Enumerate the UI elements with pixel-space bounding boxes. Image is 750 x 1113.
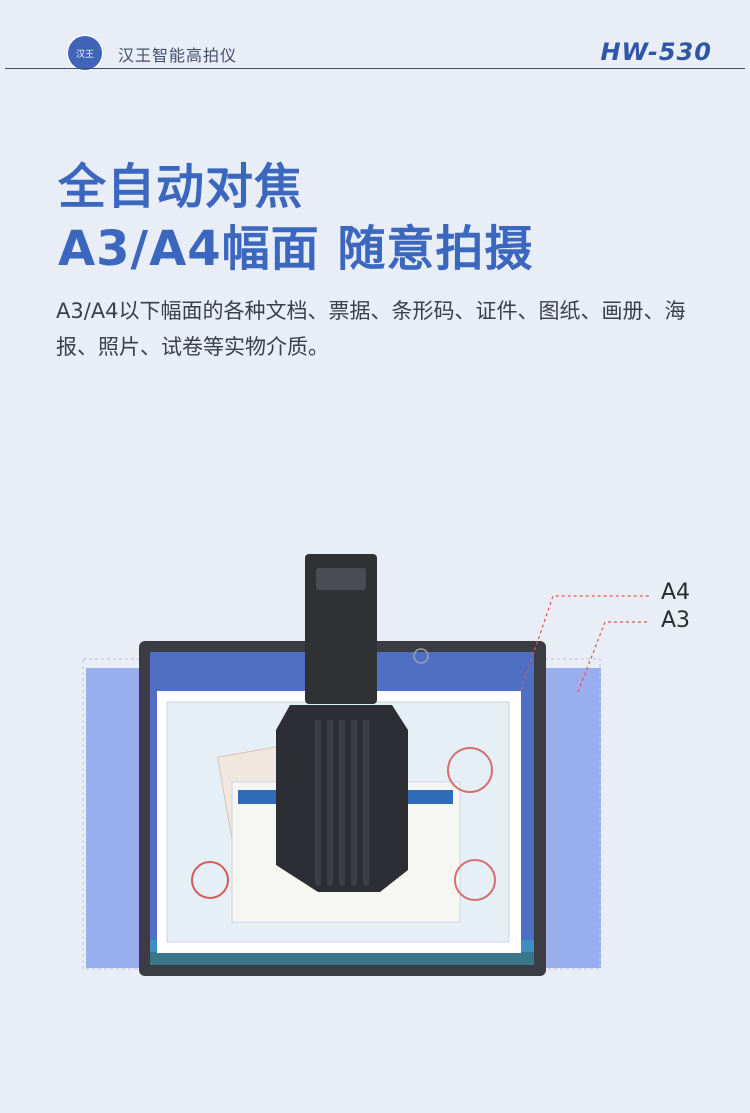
model-name: HW-530 xyxy=(600,38,712,66)
header-divider xyxy=(5,68,745,69)
a4-leader-line xyxy=(520,595,650,691)
red-seal-2 xyxy=(454,859,496,901)
rib xyxy=(351,720,357,885)
header: 汉王 汉王智能高拍仪 HW-530 xyxy=(0,0,750,72)
label-a3: A3 xyxy=(661,608,691,633)
description: A3/A4以下幅面的各种文档、票据、条形码、证件、图纸、画册、海报、照片、试卷等… xyxy=(56,299,686,359)
a3-leader-line xyxy=(577,621,650,693)
brand-name: 汉王智能高拍仪 xyxy=(118,46,238,65)
scanner-arm xyxy=(305,554,377,704)
logo-text: 汉王 xyxy=(75,49,94,60)
power-button-icon xyxy=(413,648,429,664)
rib xyxy=(315,720,321,885)
rib xyxy=(327,720,333,885)
rib xyxy=(363,720,369,885)
ma-seal xyxy=(191,861,229,899)
scanner-scene xyxy=(82,554,650,976)
headline-line-2: A3/A4幅面 随意拍摄 xyxy=(58,221,534,277)
camera-ribs xyxy=(315,720,369,885)
red-seal xyxy=(447,747,493,793)
hanwang-logo-icon: 汉王 xyxy=(66,34,104,72)
product-illustration: A4 A3 xyxy=(0,520,750,980)
rib xyxy=(339,720,345,885)
headline-line-1: 全自动对焦 xyxy=(58,159,304,215)
label-a4: A4 xyxy=(661,580,691,605)
arm-top-window xyxy=(316,568,366,590)
